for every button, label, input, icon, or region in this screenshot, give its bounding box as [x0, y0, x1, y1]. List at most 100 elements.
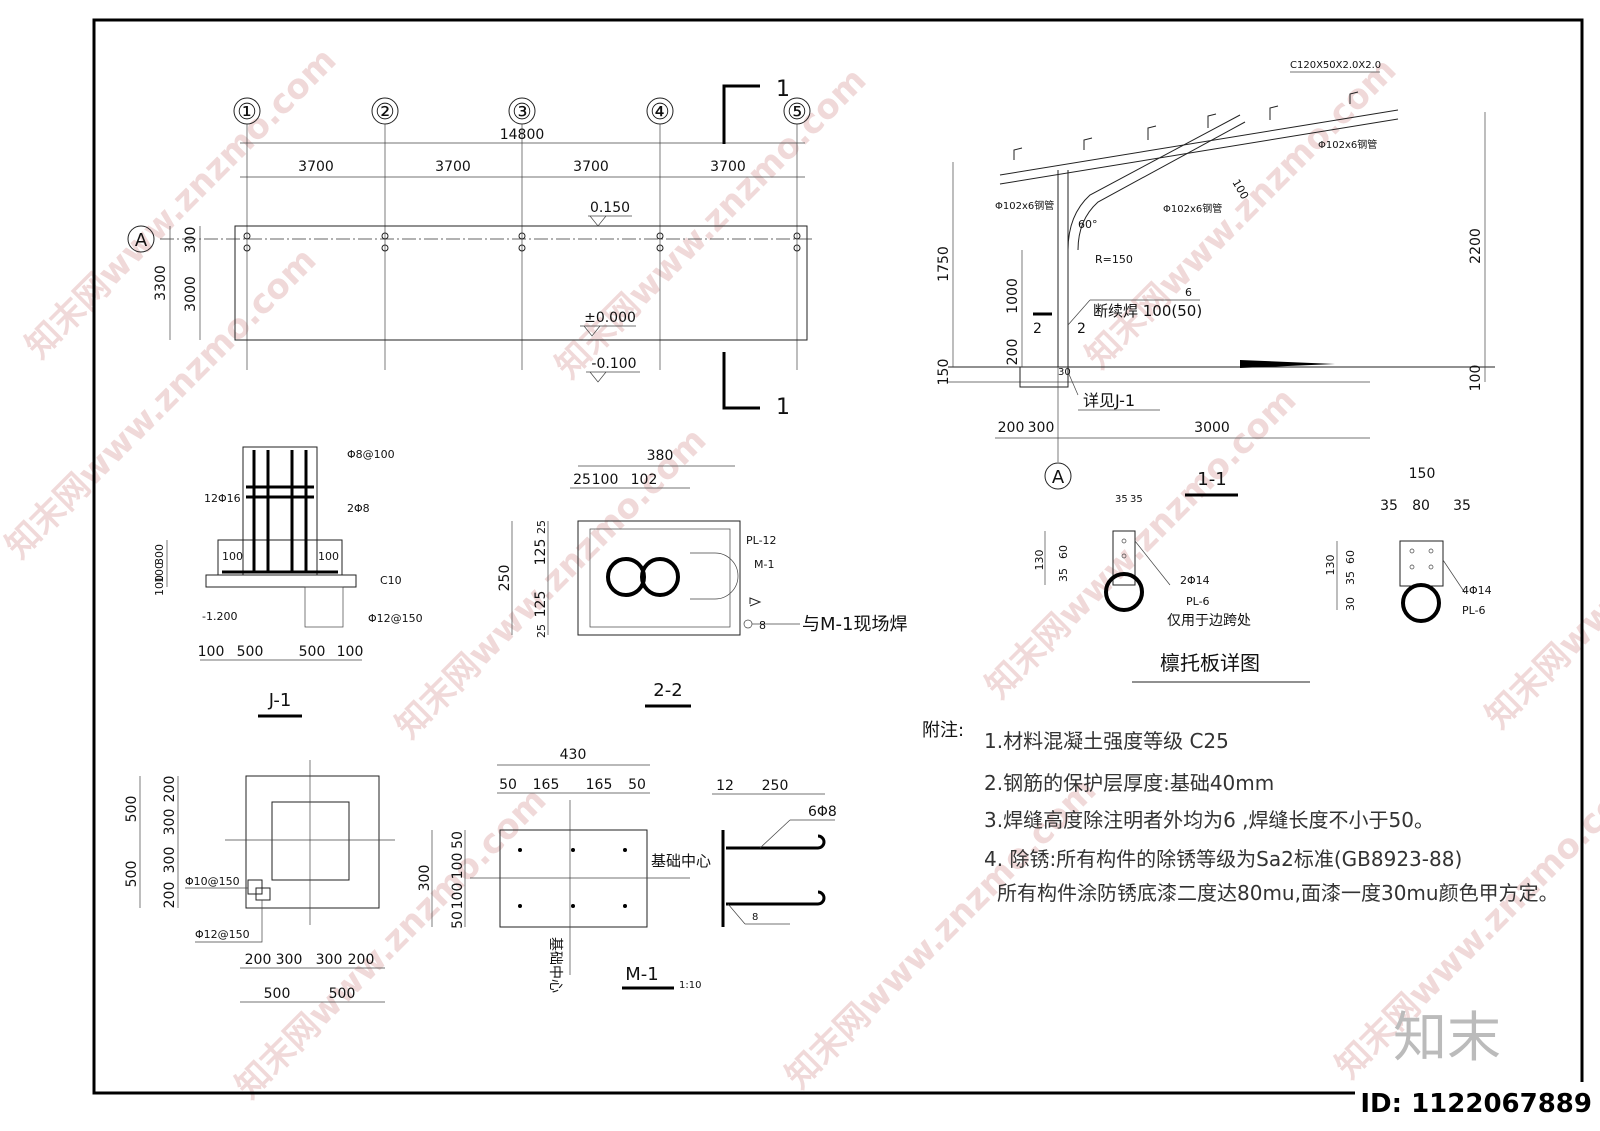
- left-h-60: 60: [1057, 545, 1070, 559]
- note-4: 4. 除锈:所有构件的除锈等级为Sa2标准(GB8923-88): [984, 847, 1462, 871]
- s22-v-25a: 25: [535, 520, 548, 534]
- watermark-5: 知末网www.znzmo.com: [228, 780, 554, 1106]
- pipe-brace-label: Φ102x6钢管: [1163, 202, 1222, 215]
- j1-right-100: 100: [318, 550, 339, 563]
- watermark-1: 知末网www.znzmo.com: [18, 40, 344, 366]
- purlin-detail-title: 檩托板详图: [1160, 651, 1260, 675]
- s22-v-125a: 125: [533, 539, 549, 566]
- s22-total: 380: [647, 448, 674, 464]
- left-dim-35a: 35: [1115, 494, 1128, 505]
- weld-label: 断续焊 100(50): [1093, 302, 1202, 320]
- plan-view: ① ② ③ ④ ⑤ 14800 3700 3700 3700 3700 A: [127, 77, 815, 420]
- fp-bottom-200a: 200: [245, 952, 272, 968]
- s22-pl: PL-12: [746, 534, 777, 547]
- s22-dim-25: 25: [573, 472, 591, 488]
- s22-dim-100: 100: [592, 472, 619, 488]
- j1-title: J-1: [268, 690, 292, 711]
- weld-mark-a: 2: [1033, 321, 1042, 337]
- section-mark-bottom: 1: [776, 395, 790, 420]
- axis-4-label: ④: [650, 100, 670, 125]
- weld-mark-b: 2: [1077, 321, 1086, 337]
- m1-total: 430: [560, 747, 587, 763]
- foundation-plan: 500 500 200 300 300 200 Φ10@150 Φ12@150 …: [124, 760, 395, 1003]
- m1-center-h: 基础中心: [651, 852, 711, 870]
- left-note: 仅用于边跨处: [1167, 613, 1251, 629]
- fp-bar2: Φ12@150: [195, 928, 250, 941]
- elev-zero: ±0.000: [584, 310, 636, 326]
- angle-label: 60°: [1078, 218, 1098, 231]
- anchor-bar: 6Φ8: [808, 804, 837, 820]
- j1-bottom-bar: Φ12@150: [368, 612, 423, 625]
- m1-dim-165a: 165: [533, 777, 560, 793]
- detail-j1: Φ8@100 12Φ16 2Φ8 100 100 C10 Φ12@150 -1.…: [153, 446, 423, 718]
- s22-weld-size: 8: [759, 619, 766, 632]
- j1-concrete: C10: [380, 574, 402, 587]
- detail-m1: 430 50 165 165 50 300 50 100 100 50 基础中心…: [417, 747, 711, 993]
- plan-axis-a: A: [135, 230, 148, 251]
- dim-1750: 1750: [936, 246, 952, 282]
- fp-bottom-200b: 200: [348, 952, 375, 968]
- detail-2-2: 380 25 100 102 PL-12 M-1 250 25 125 125 …: [497, 448, 907, 708]
- note-3: 3.焊缝高度除注明者外均为6 ,焊缝长度不小于50。: [984, 808, 1434, 832]
- s22-height: 250: [497, 565, 513, 592]
- s22-weld-note: 与M-1现场焊: [802, 614, 907, 635]
- m1-scale: 1:10: [679, 980, 701, 991]
- watermark-7: 知末网www.znzmo.com: [1078, 50, 1404, 376]
- dim-2200: 2200: [1468, 228, 1484, 264]
- note-1: 1.材料混凝土强度等级 C25: [984, 729, 1229, 753]
- plan-span-3: 3700: [573, 159, 609, 175]
- section-1-1: C120X50X2.0X2.0 Φ102x6钢管 Φ102x6钢管 Φ102x6…: [936, 60, 1495, 497]
- j1-h-dim-3: 100: [153, 575, 166, 596]
- right-dim-35b: 35: [1453, 498, 1471, 514]
- watermark-3: 知末网www.znzmo.com: [548, 60, 874, 386]
- elev-low: -0.100: [591, 356, 636, 372]
- j1-h-dim-2: 300: [153, 544, 166, 565]
- fp-left-500b: 500: [124, 861, 140, 888]
- m1-dim-165b: 165: [586, 777, 613, 793]
- m1-center-v: 基础中心: [547, 937, 564, 993]
- anchor-dim-12: 12: [716, 778, 734, 794]
- fp-left-200b: 200: [162, 882, 178, 909]
- dim-1000: 1000: [1005, 278, 1021, 314]
- elev-top: 0.150: [590, 200, 630, 216]
- fp-bottom-300b: 300: [316, 952, 343, 968]
- m1-v-50b: 50: [450, 911, 466, 929]
- fp-left-500a: 500: [124, 796, 140, 823]
- image-id: ID: 1122067889: [1360, 1089, 1592, 1119]
- drawing-frame: [92, 18, 1584, 1095]
- m1-v-100a: 100: [450, 853, 466, 880]
- logo: 知末: [1393, 1006, 1501, 1069]
- detail-ref: 详见J-1: [1083, 391, 1135, 410]
- j1-stirrup: Φ8@100: [347, 448, 395, 461]
- left-dim-35b: 35: [1130, 494, 1143, 505]
- plan-dim-3300: 3300: [153, 265, 169, 301]
- right-h-30: 30: [1344, 597, 1357, 611]
- fp-bottom-500b: 500: [329, 986, 356, 1002]
- purlin-spec: C120X50X2.0X2.0: [1290, 60, 1381, 71]
- plan-dim-300: 300: [183, 227, 199, 254]
- j1-h-dim-1: 100: [153, 562, 166, 583]
- fp-left-300b: 300: [162, 847, 178, 874]
- left-h-35: 35: [1057, 568, 1070, 582]
- dim-150: 150: [936, 359, 952, 386]
- plan-columns: [243, 232, 801, 252]
- right-dim-80: 80: [1412, 498, 1430, 514]
- right-pl: PL-6: [1462, 604, 1486, 617]
- plan-dim-3000: 3000: [183, 276, 199, 312]
- notes-head: 附注:: [922, 720, 964, 741]
- m1-dim-50b: 50: [628, 777, 646, 793]
- fp-left-300a: 300: [162, 809, 178, 836]
- plan-total-dim: 14800: [500, 127, 545, 143]
- dim-30: 30: [1058, 367, 1071, 378]
- s22-v-25b: 25: [535, 624, 548, 638]
- j1-w-dim-3: 500: [299, 644, 326, 660]
- left-pl: PL-6: [1186, 595, 1210, 608]
- fp-bottom-500a: 500: [264, 986, 291, 1002]
- axis-5-label: ⑤: [787, 100, 807, 125]
- m1-v-100b: 100: [450, 883, 466, 910]
- fp-left-200a: 200: [162, 776, 178, 803]
- fp-bar1: Φ10@150: [185, 875, 240, 888]
- m1-bolt-holes: [518, 848, 627, 908]
- right-h-35: 35: [1344, 571, 1357, 585]
